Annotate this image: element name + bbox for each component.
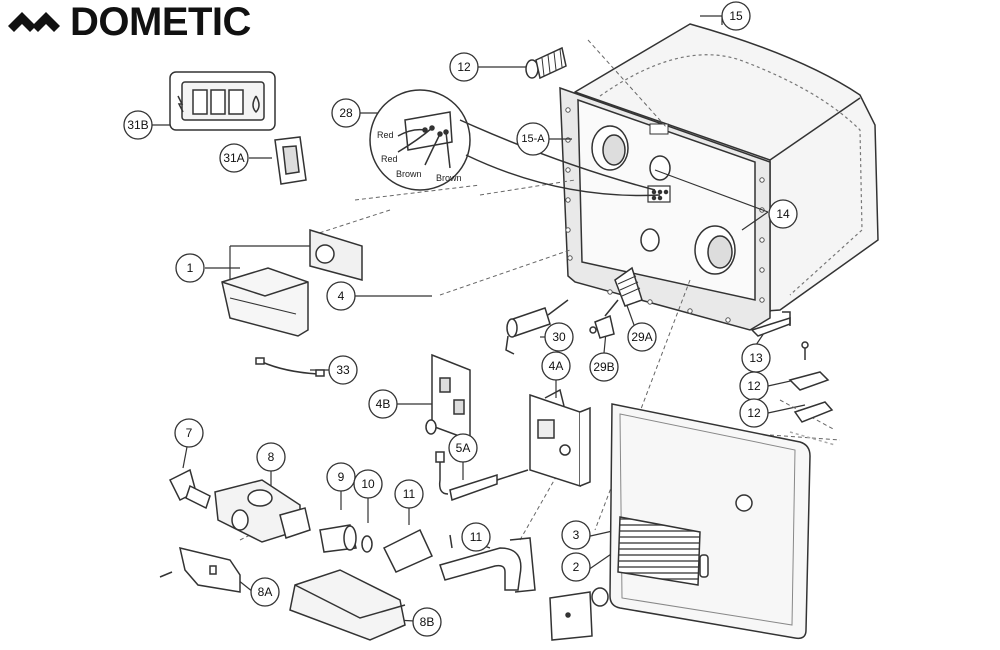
cover-plate-and-plug <box>549 587 609 641</box>
burner-tube <box>382 528 536 593</box>
svg-text:3: 3 <box>573 528 580 542</box>
gas-valve <box>214 479 311 543</box>
callout-15-A: 15-A <box>516 122 550 156</box>
svg-text:29B: 29B <box>593 360 614 374</box>
dometic-chevron-icon <box>8 12 60 32</box>
elbow-fitting <box>168 468 211 510</box>
svg-text:11: 11 <box>403 487 416 501</box>
svg-text:13: 13 <box>749 351 763 365</box>
callout-7: 7 <box>174 418 204 448</box>
control-module-4A <box>529 388 591 488</box>
svg-text:31A: 31A <box>223 151 244 165</box>
control-cover-part <box>221 228 363 337</box>
spring-part <box>525 46 567 80</box>
wire-harness-33 <box>255 357 325 377</box>
callout-1: 1 <box>175 253 205 283</box>
callout-8A: 8A <box>250 577 280 607</box>
retaining-clips <box>788 371 836 446</box>
callout-11-upper: 11 <box>394 479 424 509</box>
burner-orifice-assembly <box>589 266 643 339</box>
callout-29A: 29A <box>627 322 657 352</box>
svg-text:12: 12 <box>747 379 761 393</box>
svg-text:8: 8 <box>268 450 275 464</box>
callout-4B: 4B <box>368 389 398 419</box>
callout-15: 15 <box>721 1 751 31</box>
wire-label-red-lower: Red <box>381 154 398 164</box>
thermal-sensor-5A <box>435 451 529 501</box>
callout-3: 3 <box>561 520 591 550</box>
wire-label-brown-right: Brown <box>436 173 462 183</box>
svg-text:1: 1 <box>187 261 194 275</box>
svg-text:12: 12 <box>457 60 471 74</box>
callout-8: 8 <box>256 442 286 472</box>
callout-12-mid: 12 <box>739 371 769 401</box>
callout-markers: 15 12 28 15-A 14 31B 31A 1 4 33 30 29A 2… <box>123 1 798 637</box>
callout-9: 9 <box>326 462 356 492</box>
control-board-4B <box>425 353 471 442</box>
svg-text:10: 10 <box>361 477 375 491</box>
svg-text:11: 11 <box>470 530 483 544</box>
svg-text:4: 4 <box>338 289 345 303</box>
callout-12-low: 12 <box>739 398 769 428</box>
svg-text:33: 33 <box>336 363 350 377</box>
svg-text:9: 9 <box>338 470 345 484</box>
front-flange-plate <box>559 86 771 331</box>
svg-text:5A: 5A <box>456 441 471 455</box>
switch-panel <box>169 71 276 131</box>
svg-text:7: 7 <box>186 426 193 440</box>
svg-text:30: 30 <box>552 330 566 344</box>
callout-4A: 4A <box>541 351 571 381</box>
svg-text:15: 15 <box>729 9 743 23</box>
brand-logo: DOMETIC <box>6 2 251 42</box>
wire-color-labels: Red Red Brown Brown <box>377 130 462 183</box>
callout-33: 33 <box>328 355 358 385</box>
callout-4: 4 <box>326 281 356 311</box>
svg-text:15-A: 15-A <box>521 133 545 145</box>
heat-shield-8B <box>289 569 406 641</box>
orifice-fittings <box>319 524 373 553</box>
callout-31B: 31B <box>123 110 153 140</box>
svg-text:14: 14 <box>776 207 790 221</box>
svg-text:12: 12 <box>747 406 761 420</box>
callout-13: 13 <box>741 343 771 373</box>
wiring-detail-magnifier <box>369 89 661 197</box>
valve-bracket-8A <box>159 546 241 593</box>
callout-29B: 29B <box>589 352 619 382</box>
callout-30: 30 <box>544 322 574 352</box>
vent-grille <box>617 516 701 586</box>
callout-31A: 31A <box>219 143 249 173</box>
callout-28: 28 <box>331 98 361 128</box>
svg-text:8A: 8A <box>258 585 273 599</box>
assembly-dashed-lines <box>239 39 841 541</box>
wire-label-brown-left: Brown <box>396 169 422 179</box>
svg-text:28: 28 <box>339 106 353 120</box>
svg-text:4A: 4A <box>549 359 564 373</box>
svg-text:2: 2 <box>573 560 580 574</box>
svg-text:4B: 4B <box>376 397 391 411</box>
callout-5A: 5A <box>448 433 478 463</box>
callout-2: 2 <box>561 552 591 582</box>
callout-14: 14 <box>768 199 798 229</box>
callout-12-top: 12 <box>449 52 479 82</box>
igniter-electrode <box>505 299 569 355</box>
rocker-switch <box>274 136 307 185</box>
svg-text:29A: 29A <box>631 330 652 344</box>
brand-name: DOMETIC <box>70 0 251 44</box>
callout-11-lower: 11 <box>461 522 491 552</box>
callout-8B: 8B <box>412 607 442 637</box>
callout-10: 10 <box>353 469 383 499</box>
svg-text:31B: 31B <box>127 118 148 132</box>
wire-label-red-upper: Red <box>377 130 394 140</box>
svg-text:8B: 8B <box>420 615 435 629</box>
mounting-bracket <box>750 311 809 360</box>
access-door <box>609 403 811 640</box>
